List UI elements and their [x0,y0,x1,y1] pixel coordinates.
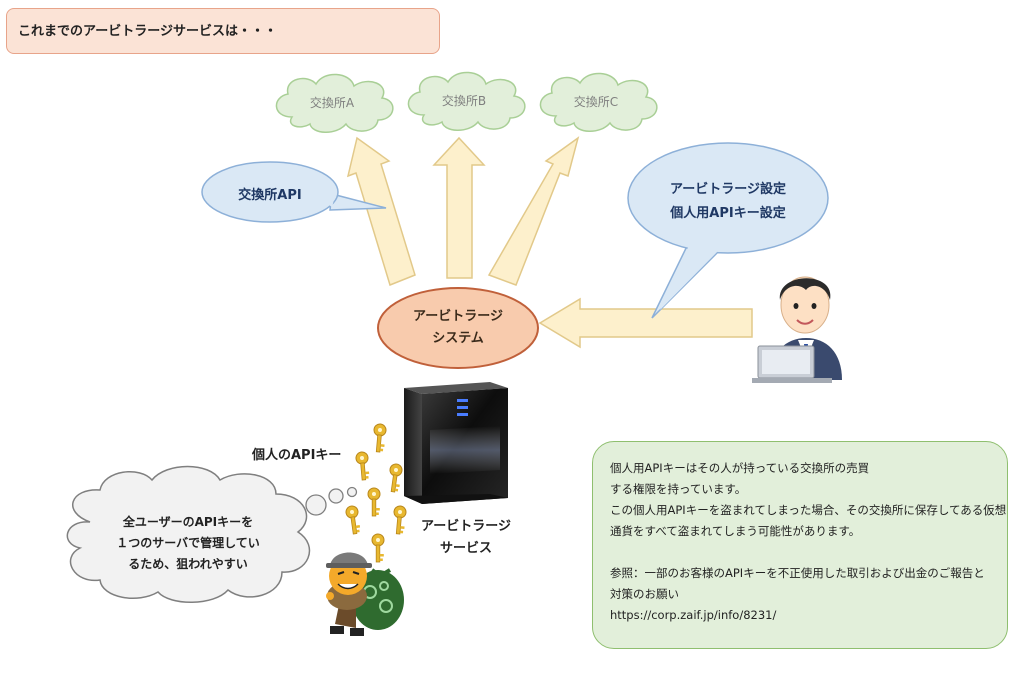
server-icon [404,382,508,504]
settings-bubble-line1: アービトラージ設定 [670,182,786,197]
exchange-c-label: 交換所C [573,95,619,109]
header-box [6,8,440,54]
note-line: 参照：一部のお客様のAPIキーを不正使用した取引および出金のご報告と [610,566,985,580]
thief-icon [326,552,404,636]
user-at-laptop-icon [752,276,842,383]
exchange-api-bubble-shape [201,161,387,223]
note-line [610,542,1000,563]
exchange-b-label: 交換所B [441,94,487,108]
server-label-line1: アービトラージ [421,519,511,534]
reference-link[interactable]: https://corp.zaif.jp/info/8231/ [610,608,777,622]
settings-bubble: アービトラージ設定 個人用APIキー設定 [640,178,816,226]
arrow-to-exchange-b [432,136,486,279]
note-text: 個人用APIキーはその人が持っている交換所の売買 する権限を持っています。 この… [610,458,1007,626]
system-line1: アービトラージ [413,309,503,324]
server-label: アービトラージ サービス [411,516,521,560]
arbitrage-system: アービトラージ システム [398,306,518,350]
note-box [592,441,1008,649]
arbitrage-system-shape [377,287,539,369]
thought-line2: １つのサーバで管理してい [116,536,260,550]
note-line: する権限を持っています。 [610,482,747,496]
thought-line3: るため、狙われやすい [128,557,248,571]
thought-line1: 全ユーザーのAPIキーを [122,515,254,529]
arrow-to-exchange-a [346,136,416,286]
header-title: これまでのアービトラージサービスは・・・ [18,24,277,39]
thought-bubble: 全ユーザーのAPIキーを １つのサーバで管理してい るため、狙われやすい [88,512,288,575]
exchange-a-label: 交換所A [309,96,355,110]
settings-bubble-shape [627,142,829,319]
note-line: この個人用APIキーを盗まれてしまった場合、その交換所に保存してある仮想 [610,503,1007,517]
exchange-api-bubble: 交換所API [238,188,302,203]
note-line: 個人用APIキーはその人が持っている交換所の売買 [610,461,870,475]
personal-api-keys-label: 個人のAPIキー [252,448,342,463]
arrow-user-to-system [538,297,753,349]
server-label-line2: サービス [439,541,492,556]
note-line: 通貨をすべて盗まれてしまう可能性があります。 [610,524,861,538]
arrow-to-exchange-c [487,136,580,286]
settings-bubble-line2: 個人用APIキー設定 [670,206,786,221]
thought-bubble-shape [66,465,358,603]
system-line2: システム [432,331,484,346]
note-line: 対策のお願い [610,587,679,601]
